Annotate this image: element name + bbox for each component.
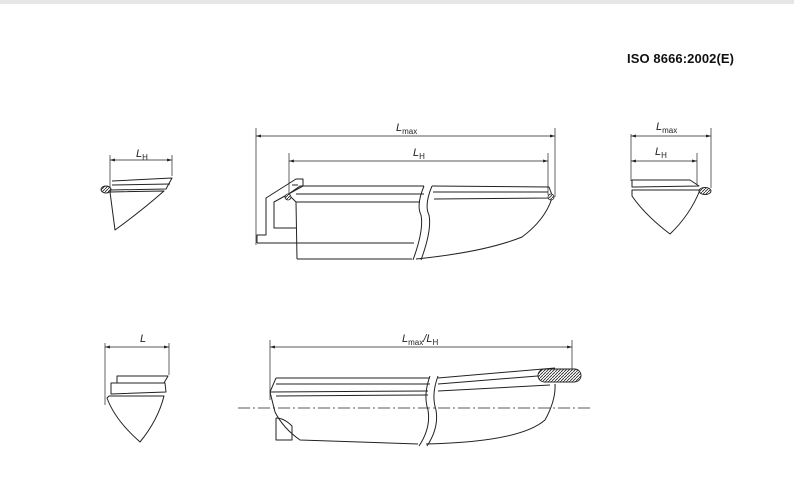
label-lmax-top-right: Lmax	[656, 121, 677, 135]
top-right-hull-figure	[630, 128, 712, 235]
label-lmax-top-center: Lmax	[396, 122, 417, 136]
bottom-left-hull-figure	[104, 343, 170, 443]
label-l-bottom-left: L	[140, 333, 146, 345]
bottom-center-hull-figure	[238, 340, 590, 447]
label-lh-top-center: LH	[413, 147, 425, 161]
label-lh-top-right: LH	[655, 146, 667, 160]
document-id: ISO 8666:2002(E)	[627, 51, 735, 66]
label-lmax-lh-bottom-center: Lmax/LH	[402, 333, 438, 347]
top-bar	[0, 0, 794, 4]
top-left-hull-figure	[100, 155, 173, 231]
top-center-hull-figure	[255, 128, 556, 261]
label-lh-top-left: LH	[136, 148, 148, 162]
